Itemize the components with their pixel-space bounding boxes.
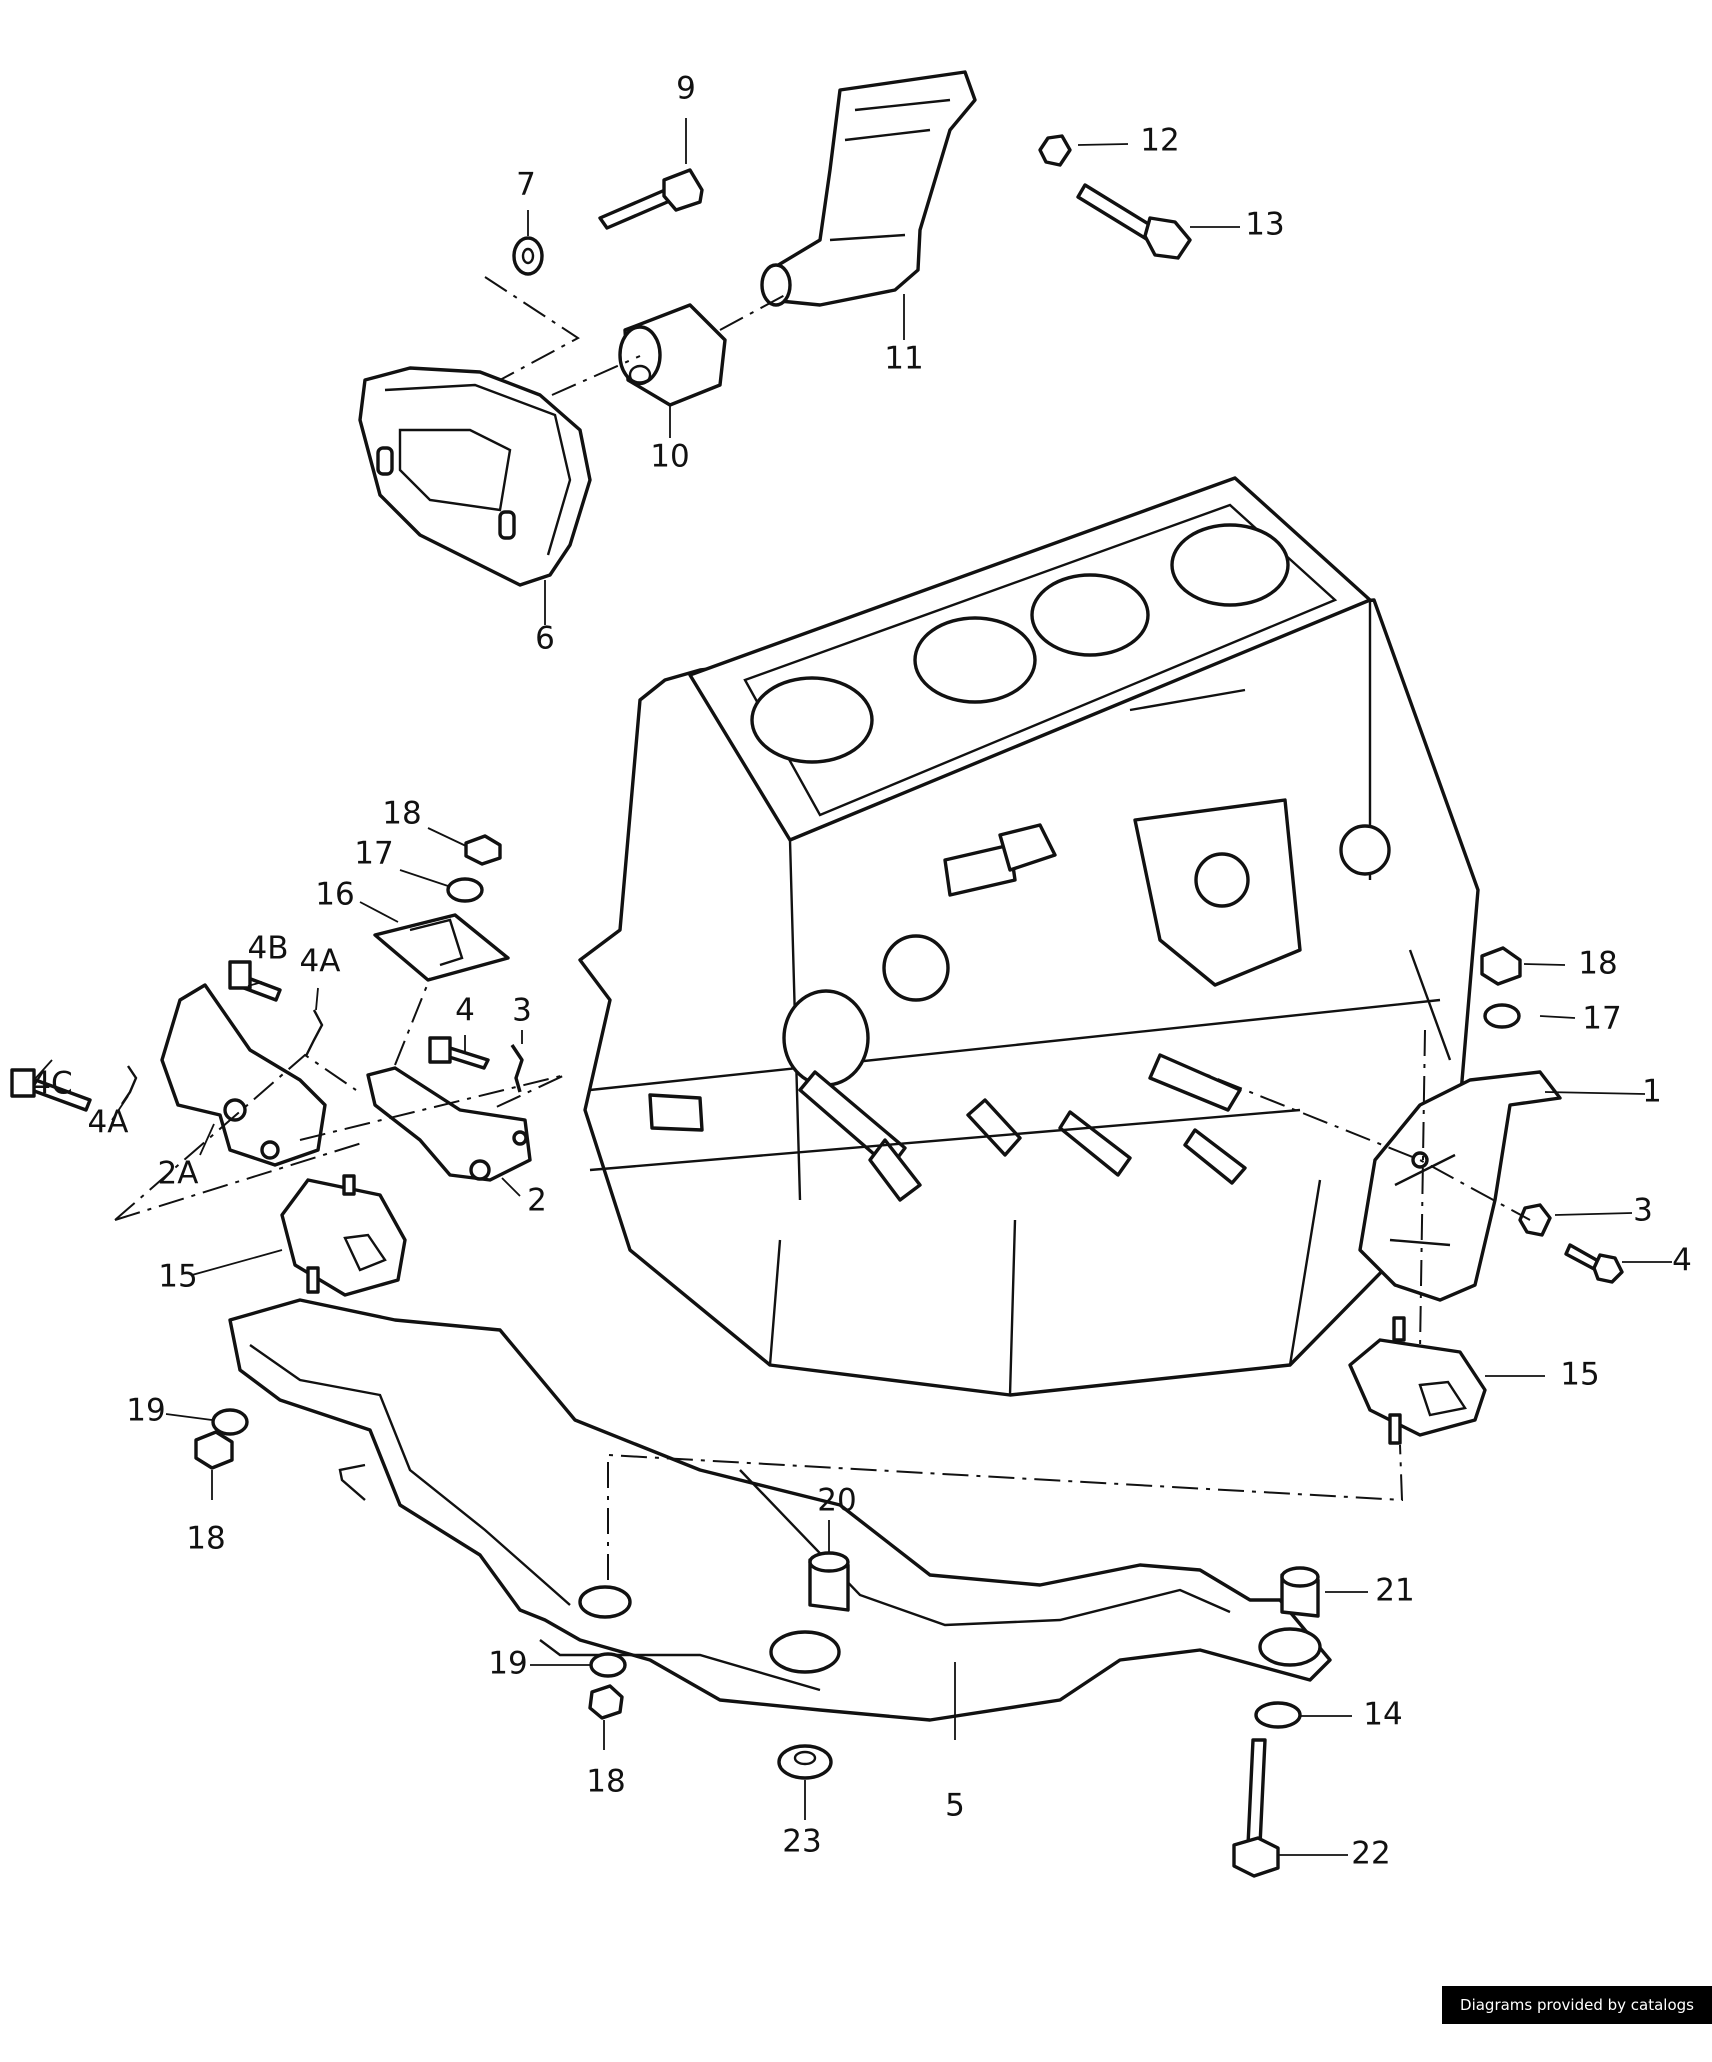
- nut-18-left-low: [194, 1430, 234, 1470]
- spring-washer-12: [1038, 134, 1072, 167]
- callout-16: 16: [315, 877, 354, 913]
- bushing-21: [1280, 1566, 1320, 1618]
- callout-18-right-top: 18: [1578, 946, 1617, 982]
- assembly-lines: [114, 276, 1531, 1580]
- callout-19-left: 19: [126, 1393, 165, 1429]
- credit-banner: Diagrams provided by catalogs parts: [1442, 1986, 1712, 2052]
- callout-10: 10: [650, 439, 689, 475]
- callout-2: 2: [527, 1183, 547, 1219]
- washer-19-left: [211, 1408, 249, 1436]
- callout-5: 5: [945, 1788, 965, 1824]
- washer-14: [1254, 1701, 1302, 1729]
- callout-17-right: 17: [1582, 1001, 1621, 1037]
- bracket-plate: [358, 366, 592, 587]
- bolt-4-right: [1564, 1243, 1624, 1284]
- callout-15-left: 15: [158, 1259, 197, 1295]
- clip-4A-left: [121, 1065, 138, 1105]
- nut-18-left: [464, 834, 502, 866]
- callout-11: 11: [884, 341, 923, 377]
- bolt-4B: [228, 960, 282, 1002]
- engine-mount-15-left: [280, 1174, 407, 1297]
- nut-18-right-low: [588, 1684, 624, 1720]
- callout-21: 21: [1375, 1573, 1414, 1609]
- callout-9: 9: [676, 71, 696, 107]
- bushing-23: [777, 1744, 833, 1780]
- bolt-9: [598, 168, 704, 230]
- callout-4C: 4C: [31, 1066, 72, 1102]
- subframe-5: [228, 1298, 1332, 1722]
- bolt-4C: [10, 1068, 92, 1112]
- callout-3-right: 3: [1633, 1193, 1653, 1229]
- callout-20: 20: [817, 1483, 856, 1519]
- callout-19-right: 19: [488, 1646, 527, 1682]
- mount-bracket-2: [366, 1066, 532, 1182]
- callout-18-left-top: 18: [382, 796, 421, 832]
- callout-23: 23: [782, 1824, 821, 1860]
- bolt-22: [1232, 1738, 1280, 1878]
- bolt-4: [428, 1036, 490, 1070]
- washer-17-right: [1483, 1003, 1521, 1029]
- callout-18-left-bottom: 18: [186, 1521, 225, 1557]
- callout-13: 13: [1245, 207, 1284, 243]
- washer-17-left: [446, 877, 484, 903]
- callout-18-center-bottom: 18: [586, 1764, 625, 1800]
- callout-17-left: 17: [354, 836, 393, 872]
- pad-16: [373, 913, 510, 982]
- callout-4A-left: 4A: [88, 1105, 129, 1141]
- engine-block: [578, 476, 1480, 1397]
- callout-2A: 2A: [158, 1156, 199, 1192]
- callout-1: 1: [1642, 1074, 1662, 1110]
- clip-4A-right: [304, 1009, 324, 1057]
- callout-6: 6: [535, 621, 555, 657]
- bolt-13: [1076, 183, 1192, 260]
- rubber-bushing-10: [618, 303, 727, 407]
- washer-7: [512, 236, 544, 276]
- bushing-20: [808, 1551, 850, 1612]
- clip-3-left: [510, 1044, 524, 1093]
- mount-bracket-2A: [160, 983, 327, 1167]
- leader-lines: [33, 118, 1672, 1856]
- callout-4B: 4B: [248, 931, 289, 967]
- mounting-arm-11: [760, 70, 977, 307]
- clip-3-right: [1518, 1203, 1552, 1237]
- callout-15-right: 15: [1560, 1357, 1599, 1393]
- callout-14: 14: [1363, 1697, 1402, 1733]
- washer-19-right: [589, 1652, 627, 1678]
- callout-22: 22: [1351, 1836, 1390, 1872]
- callout-4-left: 4: [455, 993, 475, 1029]
- callout-7: 7: [516, 167, 536, 203]
- callout-12: 12: [1140, 123, 1179, 159]
- callout-3-left: 3: [512, 993, 532, 1029]
- callout-labels: 1 2 2A 3 3 4 4 4A 4A 4B 4C 5 6 7 9 10 11…: [31, 71, 1692, 1872]
- engine-mount-15-right: [1348, 1316, 1487, 1445]
- callout-4-right: 4: [1672, 1243, 1692, 1279]
- mount-bracket-1: [1358, 1070, 1562, 1302]
- nut-18-right: [1480, 946, 1522, 986]
- callout-4A-right: 4A: [300, 944, 341, 980]
